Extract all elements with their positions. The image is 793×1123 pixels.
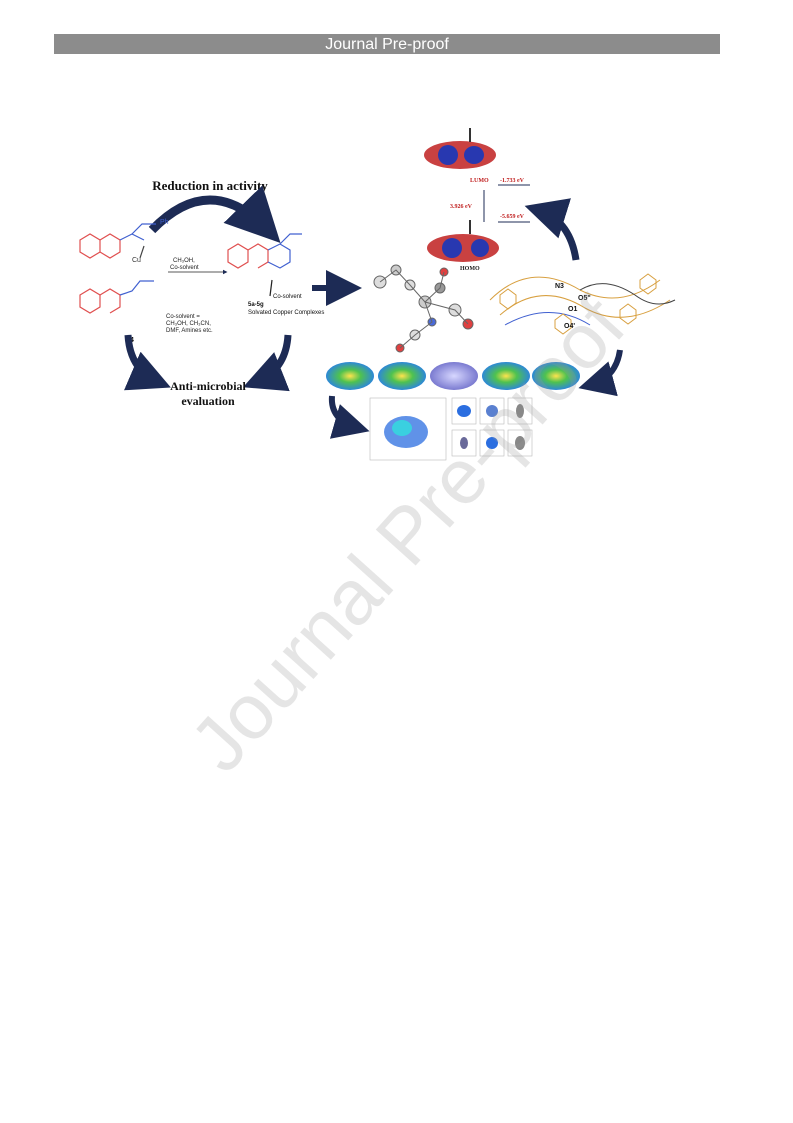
ph-label: Ph bbox=[160, 219, 169, 226]
graphical-abstract: Reduction in activity Ph Cu 4 CH₃OH, Co-… bbox=[60, 110, 740, 470]
lumo-orbital bbox=[424, 128, 496, 169]
cosolvent-note-3: DMF, Amines etc. bbox=[166, 328, 213, 334]
crystal-structure bbox=[373, 264, 474, 353]
cu-label: Cu bbox=[132, 257, 141, 264]
hirshfeld-to-fingerprint-arrow bbox=[328, 395, 370, 439]
hirshfeld-surfaces bbox=[326, 362, 580, 390]
right-curve-arrow bbox=[243, 334, 292, 392]
product-structure bbox=[227, 233, 302, 297]
product-cosolvent: Co-solvent bbox=[273, 294, 302, 300]
product-label: 5a-5g bbox=[248, 302, 264, 308]
packing-to-hirshfeld-arrow bbox=[578, 349, 623, 397]
homo-label: HOMO bbox=[460, 266, 480, 272]
left-curve-arrow bbox=[123, 334, 171, 391]
to-orbital-arrow bbox=[524, 198, 580, 261]
cosolvent-note-1: Co-solvent = bbox=[166, 314, 200, 320]
packing-diagram bbox=[489, 273, 676, 335]
product-name: Solvated Copper Complexes bbox=[248, 310, 324, 316]
reduction-arc-arrow bbox=[148, 185, 281, 243]
antimicrobial-label-1: Anti-microbial bbox=[170, 379, 246, 393]
reaction-condition-1: CH₃OH, bbox=[173, 258, 195, 264]
reduction-label: Reduction in activity bbox=[152, 178, 268, 193]
atom-o4: O4' bbox=[564, 323, 575, 330]
atom-o1: O1 bbox=[568, 306, 577, 313]
homo-energy: -5.659 eV bbox=[500, 214, 525, 220]
atom-o5: O5" bbox=[578, 295, 591, 302]
journal-preproof-banner: Journal Pre-proof bbox=[54, 34, 720, 54]
antimicrobial-label-2: evaluation bbox=[181, 394, 235, 408]
lumo-label: LUMO bbox=[470, 178, 489, 184]
fingerprint-plots bbox=[369, 397, 533, 461]
homo-orbital bbox=[427, 220, 499, 262]
atom-n3: N3 bbox=[555, 283, 564, 290]
compound-4-structure bbox=[79, 223, 156, 314]
reaction-condition-2: Co-solvent bbox=[170, 265, 199, 271]
gap-energy: 3.926 eV bbox=[450, 204, 473, 210]
cosolvent-note-2: CH₃OH, CH₃CN, bbox=[166, 321, 211, 327]
lumo-energy: -1.733 eV bbox=[500, 178, 525, 184]
